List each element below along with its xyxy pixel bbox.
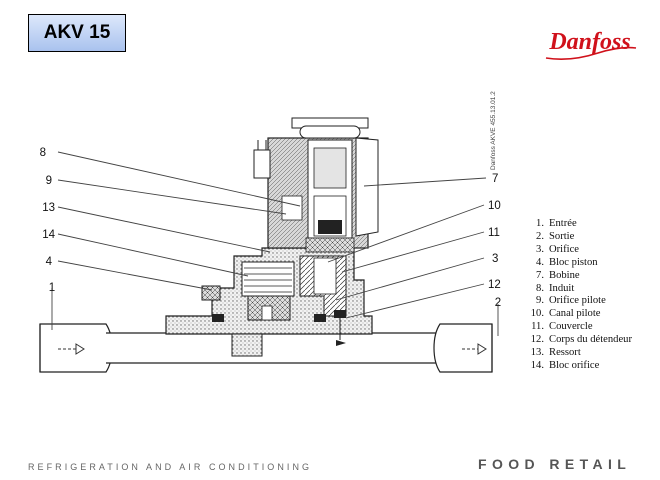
callout-10: 10 bbox=[488, 200, 501, 212]
footer-left-text: REFRIGERATION AND AIR CONDITIONING bbox=[28, 462, 313, 472]
parts-legend: 1.Entrée 2.Sortie 3.Orifice 4.Bloc pisto… bbox=[528, 218, 658, 373]
callout-12: 12 bbox=[488, 279, 501, 291]
callout-9: 9 bbox=[46, 175, 52, 187]
drawing-code: Danfoss AKVE 455.13.01.2 bbox=[490, 91, 497, 170]
legend-item: 9.Orifice pilote bbox=[536, 295, 606, 307]
legend-item: 4.Bloc piston bbox=[536, 256, 598, 268]
slide-title: AKV 15 bbox=[28, 14, 126, 52]
callout-3: 3 bbox=[492, 253, 498, 265]
valve-body bbox=[165, 247, 373, 357]
callout-13: 13 bbox=[42, 202, 55, 214]
legend-item: 2.Sortie bbox=[536, 230, 575, 242]
legend-item: 8.Induit bbox=[536, 282, 575, 294]
callout-7: 7 bbox=[492, 173, 498, 185]
legend-item: 7.Bobine bbox=[536, 269, 580, 281]
logo-text: Danfoss bbox=[548, 29, 630, 55]
legend-item: 12.Corps du détendeur bbox=[530, 334, 632, 346]
legend-item: 13.Ressort bbox=[530, 347, 581, 359]
callout-4: 4 bbox=[46, 256, 53, 268]
danfoss-logo: Danfoss bbox=[545, 29, 637, 60]
callout-8: 8 bbox=[40, 147, 46, 159]
callout-14: 14 bbox=[42, 229, 55, 241]
legend-item: 11.Couvercle bbox=[531, 321, 593, 333]
legend-item: 10.Canal pilote bbox=[530, 308, 601, 320]
footer-right-text: FOOD RETAIL bbox=[478, 456, 632, 472]
callout-11: 11 bbox=[488, 227, 500, 239]
legend-item: 3.Orifice bbox=[536, 243, 579, 255]
callout-labels: 8 9 13 14 4 1 7 10 11 3 12 2 bbox=[40, 147, 502, 309]
coil-assembly bbox=[253, 117, 379, 253]
callout-1: 1 bbox=[49, 282, 55, 294]
inlet-flow-arrow bbox=[58, 343, 85, 355]
legend-item: 14.Bloc orifice bbox=[530, 359, 600, 371]
leader-lines bbox=[51, 151, 499, 336]
callout-2: 2 bbox=[495, 297, 501, 309]
legend-item: 1.Entrée bbox=[536, 218, 577, 229]
outlet-flow-arrow bbox=[462, 343, 487, 355]
